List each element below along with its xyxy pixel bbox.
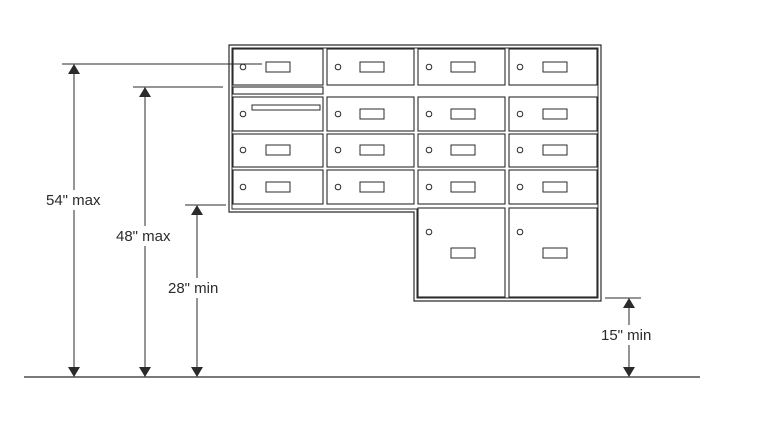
nameplate [265, 61, 291, 73]
nameplate [265, 181, 291, 193]
compartment-row-1 [232, 48, 598, 86]
lock-icon [239, 63, 247, 71]
label-backdrop [599, 325, 661, 345]
arrow-up-icon [623, 298, 635, 308]
lock-icon [516, 228, 524, 236]
mailbox-frame [228, 44, 602, 302]
lock-icon [239, 110, 247, 118]
label-backdrop [44, 190, 110, 210]
lock-icon [334, 183, 342, 191]
lock-icon [425, 63, 433, 71]
nameplate [450, 144, 476, 156]
dimension-label: 28" min [168, 280, 218, 297]
outgoing-mail-strip [232, 86, 324, 95]
arrow-down-icon [191, 367, 203, 377]
dimension-label: 54" max [46, 192, 101, 209]
nameplate [359, 61, 385, 73]
dimension-28-min: 28" min [166, 204, 228, 377]
nameplate [265, 144, 291, 156]
mail-slot [251, 104, 321, 111]
nameplate [542, 181, 568, 193]
compartment-row-4 [232, 169, 598, 205]
arrow-up-icon [139, 87, 151, 97]
mailbox-unit [228, 44, 602, 302]
lock-icon [425, 146, 433, 154]
nameplate [450, 247, 476, 259]
nameplate [359, 181, 385, 193]
label-backdrop [114, 226, 180, 246]
lock-icon [425, 228, 433, 236]
nameplate [542, 144, 568, 156]
nameplate [450, 181, 476, 193]
lock-icon [334, 63, 342, 71]
arrow-down-icon [623, 367, 635, 377]
label-backdrop [166, 278, 228, 298]
arrow-up-icon [191, 205, 203, 215]
lock-icon [516, 110, 524, 118]
lock-icon [425, 110, 433, 118]
nameplate [359, 108, 385, 120]
mailbox-frame-inner [231, 47, 599, 299]
nameplate [542, 61, 568, 73]
dimension-48-max: 48" max [114, 86, 223, 377]
outgoing-mail-door[interactable] [232, 96, 324, 132]
arrow-up-icon [68, 64, 80, 74]
nameplate [542, 108, 568, 120]
lock-icon [334, 110, 342, 118]
parcel-lockers [417, 207, 598, 298]
dimension-15-min: 15" min [599, 297, 661, 377]
dimension-54-max: 54" max [44, 63, 262, 377]
lock-icon [425, 183, 433, 191]
nameplate [450, 108, 476, 120]
compartment-row-2 [232, 96, 598, 132]
dimension-label: 48" max [116, 228, 171, 245]
lock-icon [516, 146, 524, 154]
arrow-down-icon [139, 367, 151, 377]
lock-icon [239, 146, 247, 154]
nameplate [450, 61, 476, 73]
arrow-down-icon [68, 367, 80, 377]
nameplate [542, 247, 568, 259]
lock-icon [516, 183, 524, 191]
lock-icon [239, 183, 247, 191]
lock-icon [334, 146, 342, 154]
lock-icon [516, 63, 524, 71]
dimension-label: 15" min [601, 327, 651, 344]
nameplate [359, 144, 385, 156]
compartment-row-3 [232, 133, 598, 168]
